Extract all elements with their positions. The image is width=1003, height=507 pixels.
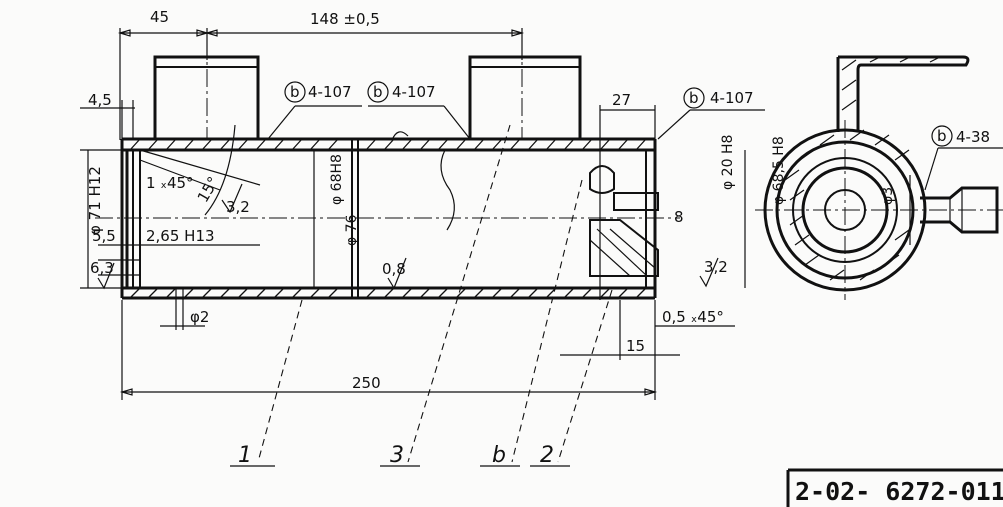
- top-dimension-lines: [117, 28, 525, 140]
- dim-148: 148 ±0,5: [310, 10, 380, 28]
- main-tube: [120, 137, 657, 300]
- hatch-top: [129, 138, 647, 299]
- rough-symbol-d: [699, 257, 719, 288]
- weld-callout-3: b: [657, 87, 765, 140]
- part-label-1: 1: [238, 443, 252, 468]
- left-end-detail: [80, 100, 261, 289]
- dim-2-65: 2,65 H13: [146, 227, 215, 245]
- dim-d71: φ 71 H12: [86, 166, 104, 235]
- end-view-hatch: [784, 56, 941, 281]
- weld-callout-2: b: [367, 81, 471, 140]
- weld-callout-1: b: [267, 81, 362, 140]
- dim-d68: φ 68H8: [329, 154, 345, 205]
- rough-symbol-b: [97, 262, 115, 290]
- dim-250-line: [119, 300, 658, 400]
- small-hole-detail: [160, 288, 205, 330]
- dim-15: 15: [626, 337, 645, 355]
- dim-250: 250: [352, 374, 381, 392]
- dim-45: 45: [150, 8, 169, 26]
- document-number: 2-02- 6272-011: [795, 477, 1003, 506]
- part-label-b: b: [492, 443, 506, 468]
- dim-angle-15: 15°: [194, 174, 223, 206]
- rough-symbol-c: [387, 257, 407, 290]
- part-leaders: [230, 124, 613, 467]
- rough-0-8: 0,8: [382, 260, 406, 278]
- rough-symbol-a: [221, 183, 243, 214]
- dim-chamfer-2: 0,5 ₓ45°: [662, 308, 724, 326]
- weld-mark: [391, 131, 409, 141]
- weld-callout-4: b: [924, 125, 1003, 191]
- rough-3-2-a: 3,2: [226, 198, 250, 216]
- dim-8: 8: [674, 208, 684, 226]
- dim-4-5: 4,5: [88, 91, 112, 109]
- weld-symbol-1: b: [290, 83, 300, 101]
- weld-1: 4-107: [308, 83, 352, 101]
- title-block: [786, 468, 1003, 507]
- dim-d2: φ2: [190, 308, 209, 326]
- weld-symbol-2: b: [373, 83, 383, 101]
- rough-3-2-b: 3,2: [704, 258, 728, 276]
- weld-symbol-4: b: [937, 127, 947, 145]
- weld-2: 4-107: [392, 83, 436, 101]
- dim-d76: φ 76: [344, 214, 360, 246]
- end-view: [755, 55, 1003, 300]
- right-end-detail: [560, 105, 746, 400]
- part-label-2: 2: [540, 443, 554, 468]
- weld-4: 4-38: [956, 128, 990, 146]
- part-label-3: 3: [390, 443, 404, 468]
- dim-d3: φ3: [880, 187, 896, 205]
- dim-5-5: 5,5: [92, 227, 116, 245]
- dim-6-3: 6,3: [90, 259, 114, 277]
- right-boss: [468, 40, 582, 141]
- dim-chamfer-1: 1 ₓ45°: [146, 174, 194, 192]
- dim-d68-5: φ 68,5 H8: [771, 136, 787, 205]
- dim-27: 27: [612, 91, 631, 109]
- weld-3: 4-107: [710, 89, 754, 107]
- weld-symbol-3: b: [689, 89, 699, 107]
- dim-d20: φ 20 H8: [720, 135, 736, 190]
- left-boss: [153, 40, 260, 141]
